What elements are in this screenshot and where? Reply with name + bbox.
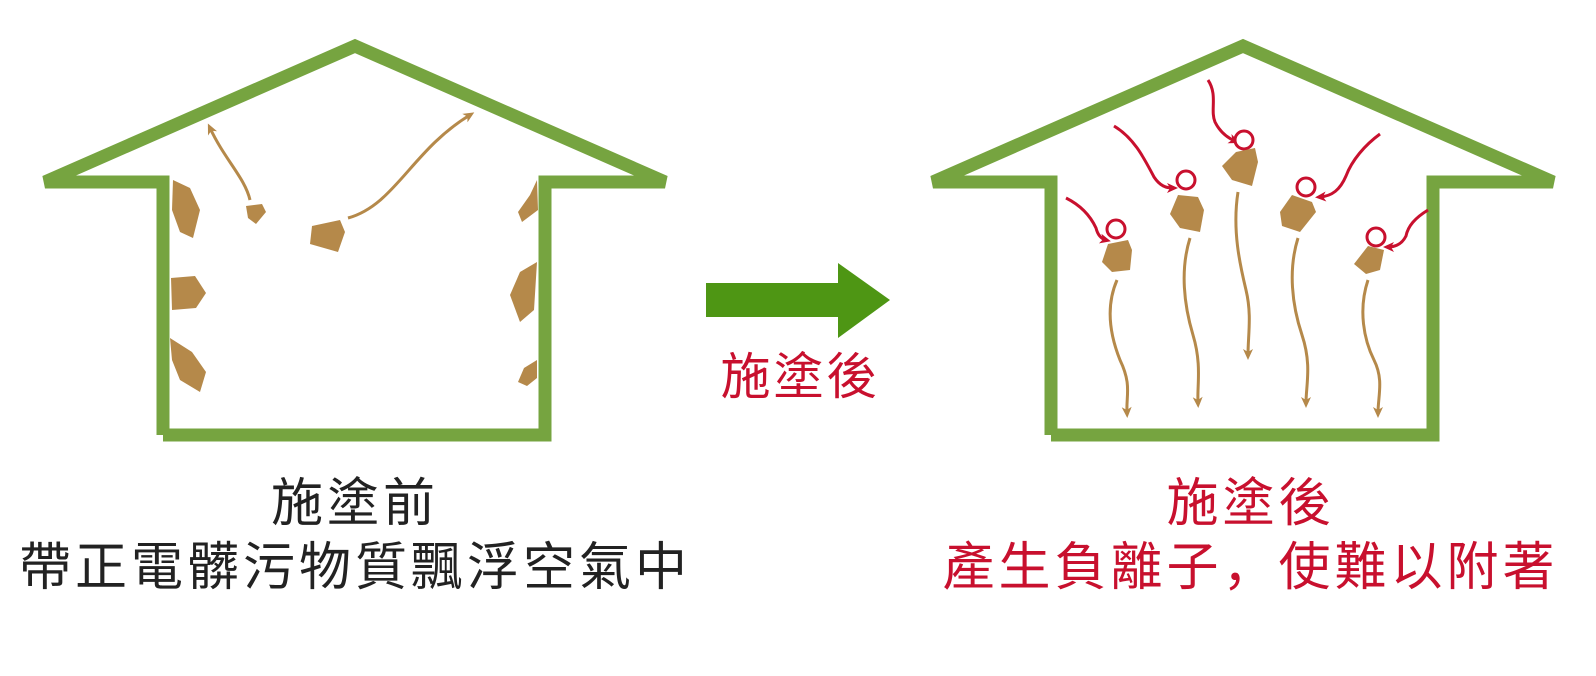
after-caption: 施塗後 產生負離子，使難以附著 [905,472,1596,600]
ion-trajectory [1206,79,1240,144]
fall-trajectory [1234,191,1254,360]
fall-trajectory [1290,237,1312,408]
dirt-particle [510,262,537,322]
ion-trajectory [1065,196,1111,244]
float-trajectory [207,123,252,201]
before-caption: 施塗前 帶正電髒污物質飄浮空氣中 [0,472,710,600]
dirt-particle [246,204,266,224]
after-house [930,38,1556,442]
before-house [42,38,668,442]
transition-arrow [706,263,890,338]
after-subtitle: 產生負離子，使難以附著 [942,538,1559,598]
float-trajectory [347,112,475,220]
dirt-particle [310,220,345,252]
before-title: 施塗前 [270,474,439,534]
dirt-particle [1102,240,1132,272]
arrow-label: 施塗後 [720,348,880,406]
negative-ion [1233,129,1255,151]
ion-trajectory [1315,132,1381,202]
negative-ion-group [1113,124,1197,193]
dirt-particle [1354,246,1384,274]
negative-ion [1105,218,1127,240]
dirt-particle [1280,195,1316,232]
dirt-particle [518,180,538,222]
dirt-particle [172,180,200,238]
after-title: 施塗後 [1166,474,1335,534]
dirt-particle [171,276,206,310]
fall-trajectory [1182,237,1203,408]
negative-ion-group [1065,196,1127,244]
negative-ion-group [1295,132,1381,202]
dirt-particle [170,338,206,392]
ion-trajectory [1113,124,1178,193]
fall-trajectory [1361,279,1384,418]
negative-ion [1175,169,1197,191]
negative-ion [1295,176,1317,198]
before-subtitle: 帶正電髒污物質飄浮空氣中 [18,538,691,598]
negative-ion-group [1206,79,1255,151]
ion-trajectory [1383,208,1429,252]
dirt-particle [1222,148,1258,186]
dirt-particle [518,360,537,386]
dirt-particle [1170,195,1204,232]
fall-trajectory [1108,279,1132,418]
after-house-outline [930,38,1556,442]
negative-ion [1365,226,1387,248]
negative-ion-group [1365,208,1429,252]
before-house-outline [42,38,668,442]
